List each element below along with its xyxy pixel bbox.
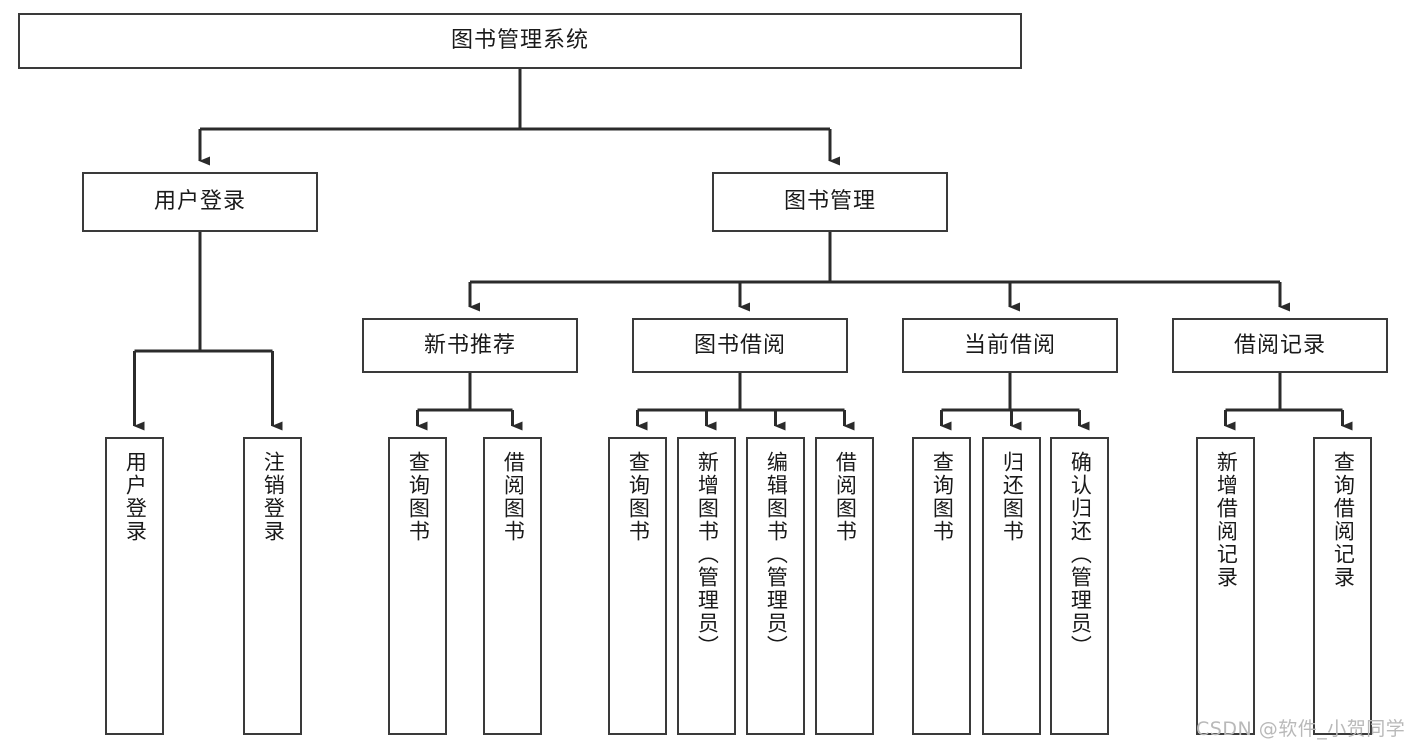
node-root[interactable]: 图书管理系统 (18, 13, 1022, 69)
node-label-bookmgmt: 图书管理 (783, 189, 876, 215)
node-label-b-query: 查询图书 (626, 451, 651, 543)
node-label-l-login: 用户登录 (123, 451, 148, 543)
node-label-b-add: 新增图书（管理员） (695, 451, 720, 658)
node-label-borrow: 图书借阅 (693, 332, 786, 358)
node-label-current: 当前借阅 (963, 332, 1056, 358)
node-newbook[interactable]: 新书推荐 (362, 318, 578, 373)
node-l-logout[interactable]: 注销登录 (243, 437, 302, 735)
node-b-query[interactable]: 查询图书 (608, 437, 667, 735)
node-c-confirm[interactable]: 确认归还（管理员） (1050, 437, 1109, 735)
node-label-b-edit: 编辑图书（管理员） (764, 451, 789, 658)
node-l-login[interactable]: 用户登录 (105, 437, 164, 735)
node-bookmgmt[interactable]: 图书管理 (712, 172, 948, 232)
node-n-query[interactable]: 查询图书 (388, 437, 447, 735)
node-b-edit[interactable]: 编辑图书（管理员） (746, 437, 805, 735)
node-r-add[interactable]: 新增借阅记录 (1196, 437, 1255, 735)
node-b-borrow[interactable]: 借阅图书 (815, 437, 874, 735)
node-r-query[interactable]: 查询借阅记录 (1313, 437, 1372, 735)
node-c-return[interactable]: 归还图书 (982, 437, 1041, 735)
node-label-records: 借阅记录 (1233, 332, 1326, 358)
node-label-root: 图书管理系统 (450, 28, 589, 54)
node-label-r-query: 查询借阅记录 (1331, 451, 1356, 589)
node-b-add[interactable]: 新增图书（管理员） (677, 437, 736, 735)
node-label-r-add: 新增借阅记录 (1214, 451, 1239, 589)
node-label-c-return: 归还图书 (1000, 451, 1025, 543)
node-label-n-borrow: 借阅图书 (501, 451, 526, 543)
node-borrow[interactable]: 图书借阅 (632, 318, 848, 373)
node-label-login: 用户登录 (153, 189, 246, 215)
node-label-newbook: 新书推荐 (423, 332, 516, 358)
node-n-borrow[interactable]: 借阅图书 (483, 437, 542, 735)
node-current[interactable]: 当前借阅 (902, 318, 1118, 373)
node-login[interactable]: 用户登录 (82, 172, 318, 232)
node-label-l-logout: 注销登录 (261, 451, 286, 543)
node-records[interactable]: 借阅记录 (1172, 318, 1388, 373)
node-label-b-borrow: 借阅图书 (833, 451, 858, 543)
node-label-c-query: 查询图书 (930, 451, 955, 543)
node-label-n-query: 查询图书 (406, 451, 431, 543)
node-label-c-confirm: 确认归还（管理员） (1068, 451, 1093, 658)
node-c-query[interactable]: 查询图书 (912, 437, 971, 735)
